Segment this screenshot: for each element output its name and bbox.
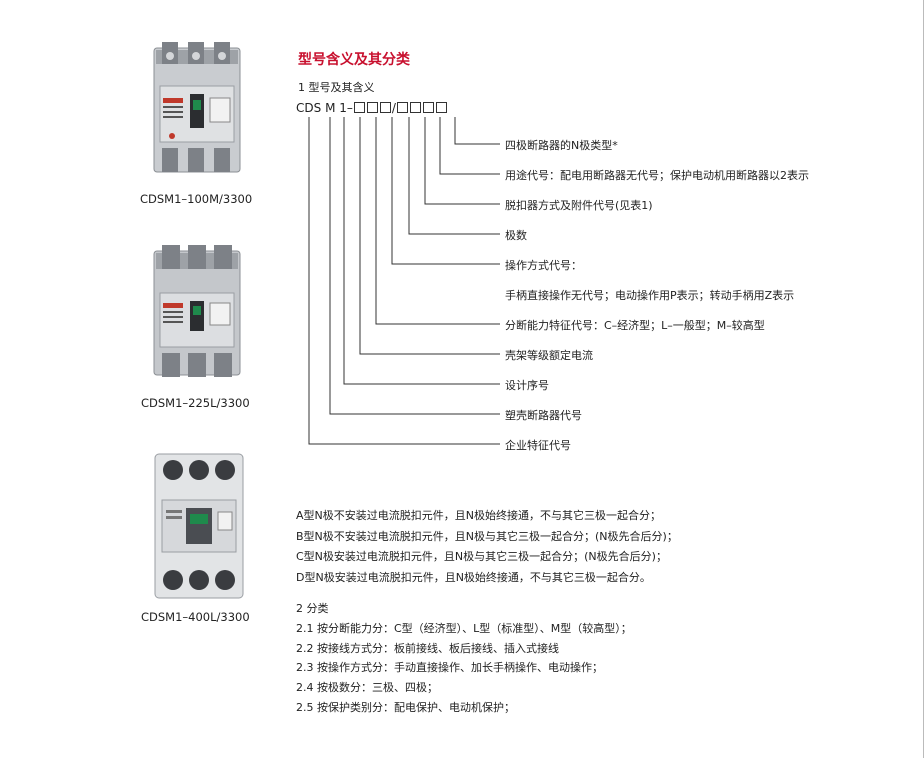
- class-num: 2.5: [296, 700, 314, 714]
- class-item: 2.2 按接线方式分：板前接线、板后接线、插入式接线: [296, 639, 632, 659]
- code-slash: /: [391, 101, 396, 115]
- desc-breaking-capacity: 分断能力特征代号：C–经济型；L–一般型；M–较高型: [505, 319, 765, 332]
- desc-enterprise-code: 企业特征代号: [505, 439, 571, 452]
- class-num: 2.1: [296, 621, 314, 635]
- section-title: 型号含义及其分类: [298, 52, 410, 68]
- desc-frame-current: 壳架等级额定电流: [505, 349, 593, 362]
- class-text: 按操作方式分：手动直接操作、加长手柄操作、电动操作；: [313, 661, 603, 675]
- class-item: 2.4 按极数分：三极、四极；: [296, 678, 632, 698]
- code-box: [396, 102, 408, 113]
- code-dash: –: [346, 101, 353, 115]
- note-c: C型N极安装过电流脱扣元件，且N极与其它三极一起合分；(N极先合后分)；: [296, 550, 667, 563]
- class-text: 按分断能力分：C型（经济型）、L型（标准型）、M型（较高型）；: [313, 621, 632, 635]
- class-num: 2.2: [296, 641, 314, 655]
- class-text: 按接线方式分：板前接线、板后接线、插入式接线: [313, 641, 559, 655]
- desc-mccb-code: 塑壳断路器代号: [505, 409, 582, 422]
- desc-usage-code: 用途代号：配电用断路器无代号；保护电动机用断路器以2表示: [505, 169, 809, 182]
- classification-heading: 2 分类: [296, 602, 329, 615]
- class-item: 2.3 按操作方式分：手动直接操作、加长手柄操作、电动操作；: [296, 658, 632, 678]
- code-box: [353, 102, 365, 113]
- n-pole-notes: A型N极不安装过电流脱扣元件，且N极始终接通，不与其它三极一起合分； B型N极不…: [296, 506, 678, 588]
- code-box: [409, 102, 421, 113]
- note-d: D型N极安装过电流脱扣元件，且N极始终接通，不与其它三极一起合分。: [296, 570, 651, 584]
- code-part-1: 1: [339, 101, 347, 115]
- model-code: CDS M 1– /: [296, 101, 448, 115]
- desc-design-serial: 设计序号: [505, 379, 549, 392]
- class-num: 2.3: [296, 661, 314, 675]
- desc-operation-mode: 操作方式代号：: [505, 259, 582, 272]
- desc-release-accessory: 脱扣器方式及附件代号(见表1): [505, 199, 653, 212]
- class-text: 按极数分：三极、四极；: [313, 681, 438, 695]
- code-box: [366, 102, 378, 113]
- code-box: [422, 102, 434, 113]
- code-box: [435, 102, 447, 113]
- desc-poles: 极数: [505, 229, 527, 242]
- breaker-image-100m: [153, 42, 241, 173]
- meaning-heading: 1 型号及其含义: [298, 81, 375, 94]
- class-item: 2.5 按保护类别分：配电保护、电动机保护；: [296, 698, 632, 718]
- breaker-image-400l: [154, 453, 244, 599]
- class-item: 2.1 按分断能力分：C型（经济型）、L型（标准型）、M型（较高型）；: [296, 619, 632, 639]
- note-a: A型N极不安装过电流脱扣元件，且N极始终接通，不与其它三极一起合分；: [296, 509, 661, 522]
- desc-operation-detail: 手柄直接操作无代号；电动操作用P表示；转动手柄用Z表示: [505, 289, 795, 302]
- class-text: 按保护类别分：配电保护、电动机保护；: [313, 700, 515, 714]
- product-caption-2: CDSM1–225L/3300: [141, 396, 250, 410]
- class-num: 2.4: [296, 681, 314, 695]
- product-caption-1: CDSM1–100M/3300: [140, 192, 253, 206]
- note-b: B型N极不安装过电流脱扣元件，且N极与其它三极一起合分；(N极先合后分)；: [296, 529, 678, 543]
- product-caption-3: CDSM1–400L/3300: [141, 610, 250, 624]
- classification: 2 分类 2.1 按分断能力分：C型（经济型）、L型（标准型）、M型（较高型）；…: [296, 599, 632, 718]
- code-box: [379, 102, 391, 113]
- code-part-cds: CDS: [296, 101, 322, 115]
- code-part-m: M: [325, 101, 336, 115]
- breaker-image-225l: [153, 245, 241, 377]
- desc-n-pole-type: 四极断路器的N极类型*: [505, 139, 618, 152]
